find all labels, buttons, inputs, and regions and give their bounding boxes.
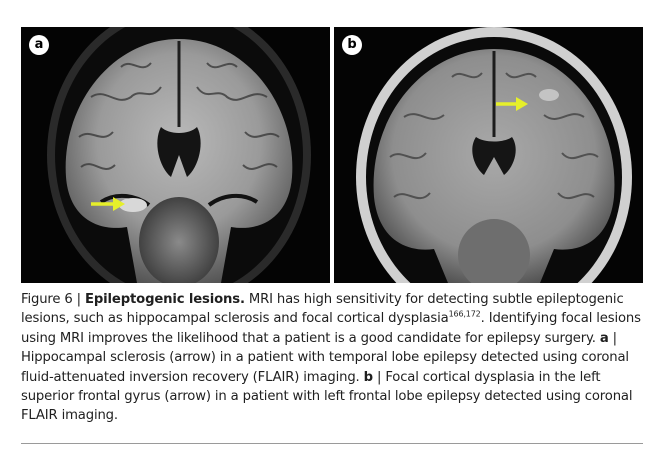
caption-divider [21,443,643,444]
caption-panel-a-label: a [599,330,609,346]
panel-label-a: a [29,35,49,55]
arrow-indicator-b [496,97,528,111]
panel-label-b: b [342,35,362,55]
caption-text-2: . Identifying focal lesions using MRI im… [21,311,641,346]
arrow-indicator-a [91,197,125,211]
mri-image-b [334,27,643,283]
mri-image-a [21,27,330,283]
figure-caption: Figure 6 | Epileptogenic lesions. MRI ha… [21,290,643,426]
caption-panel-b-text: | Focal cortical dysplasia in the left s… [21,369,633,424]
figure-number: Figure 6 | [21,292,86,307]
mri-panel-b: b [334,27,643,283]
caption-text-1: MRI has high sensitivity for detecting s… [21,292,624,327]
caption-panel-b-label: b [363,369,373,385]
citation-refs: 166,172 [448,310,481,320]
caption-panel-a-text: | Hippocampal sclerosis (arrow) in a pat… [21,330,629,385]
mri-panel-a: a [21,27,330,283]
figure-title: Epileptogenic lesions. [85,292,245,307]
